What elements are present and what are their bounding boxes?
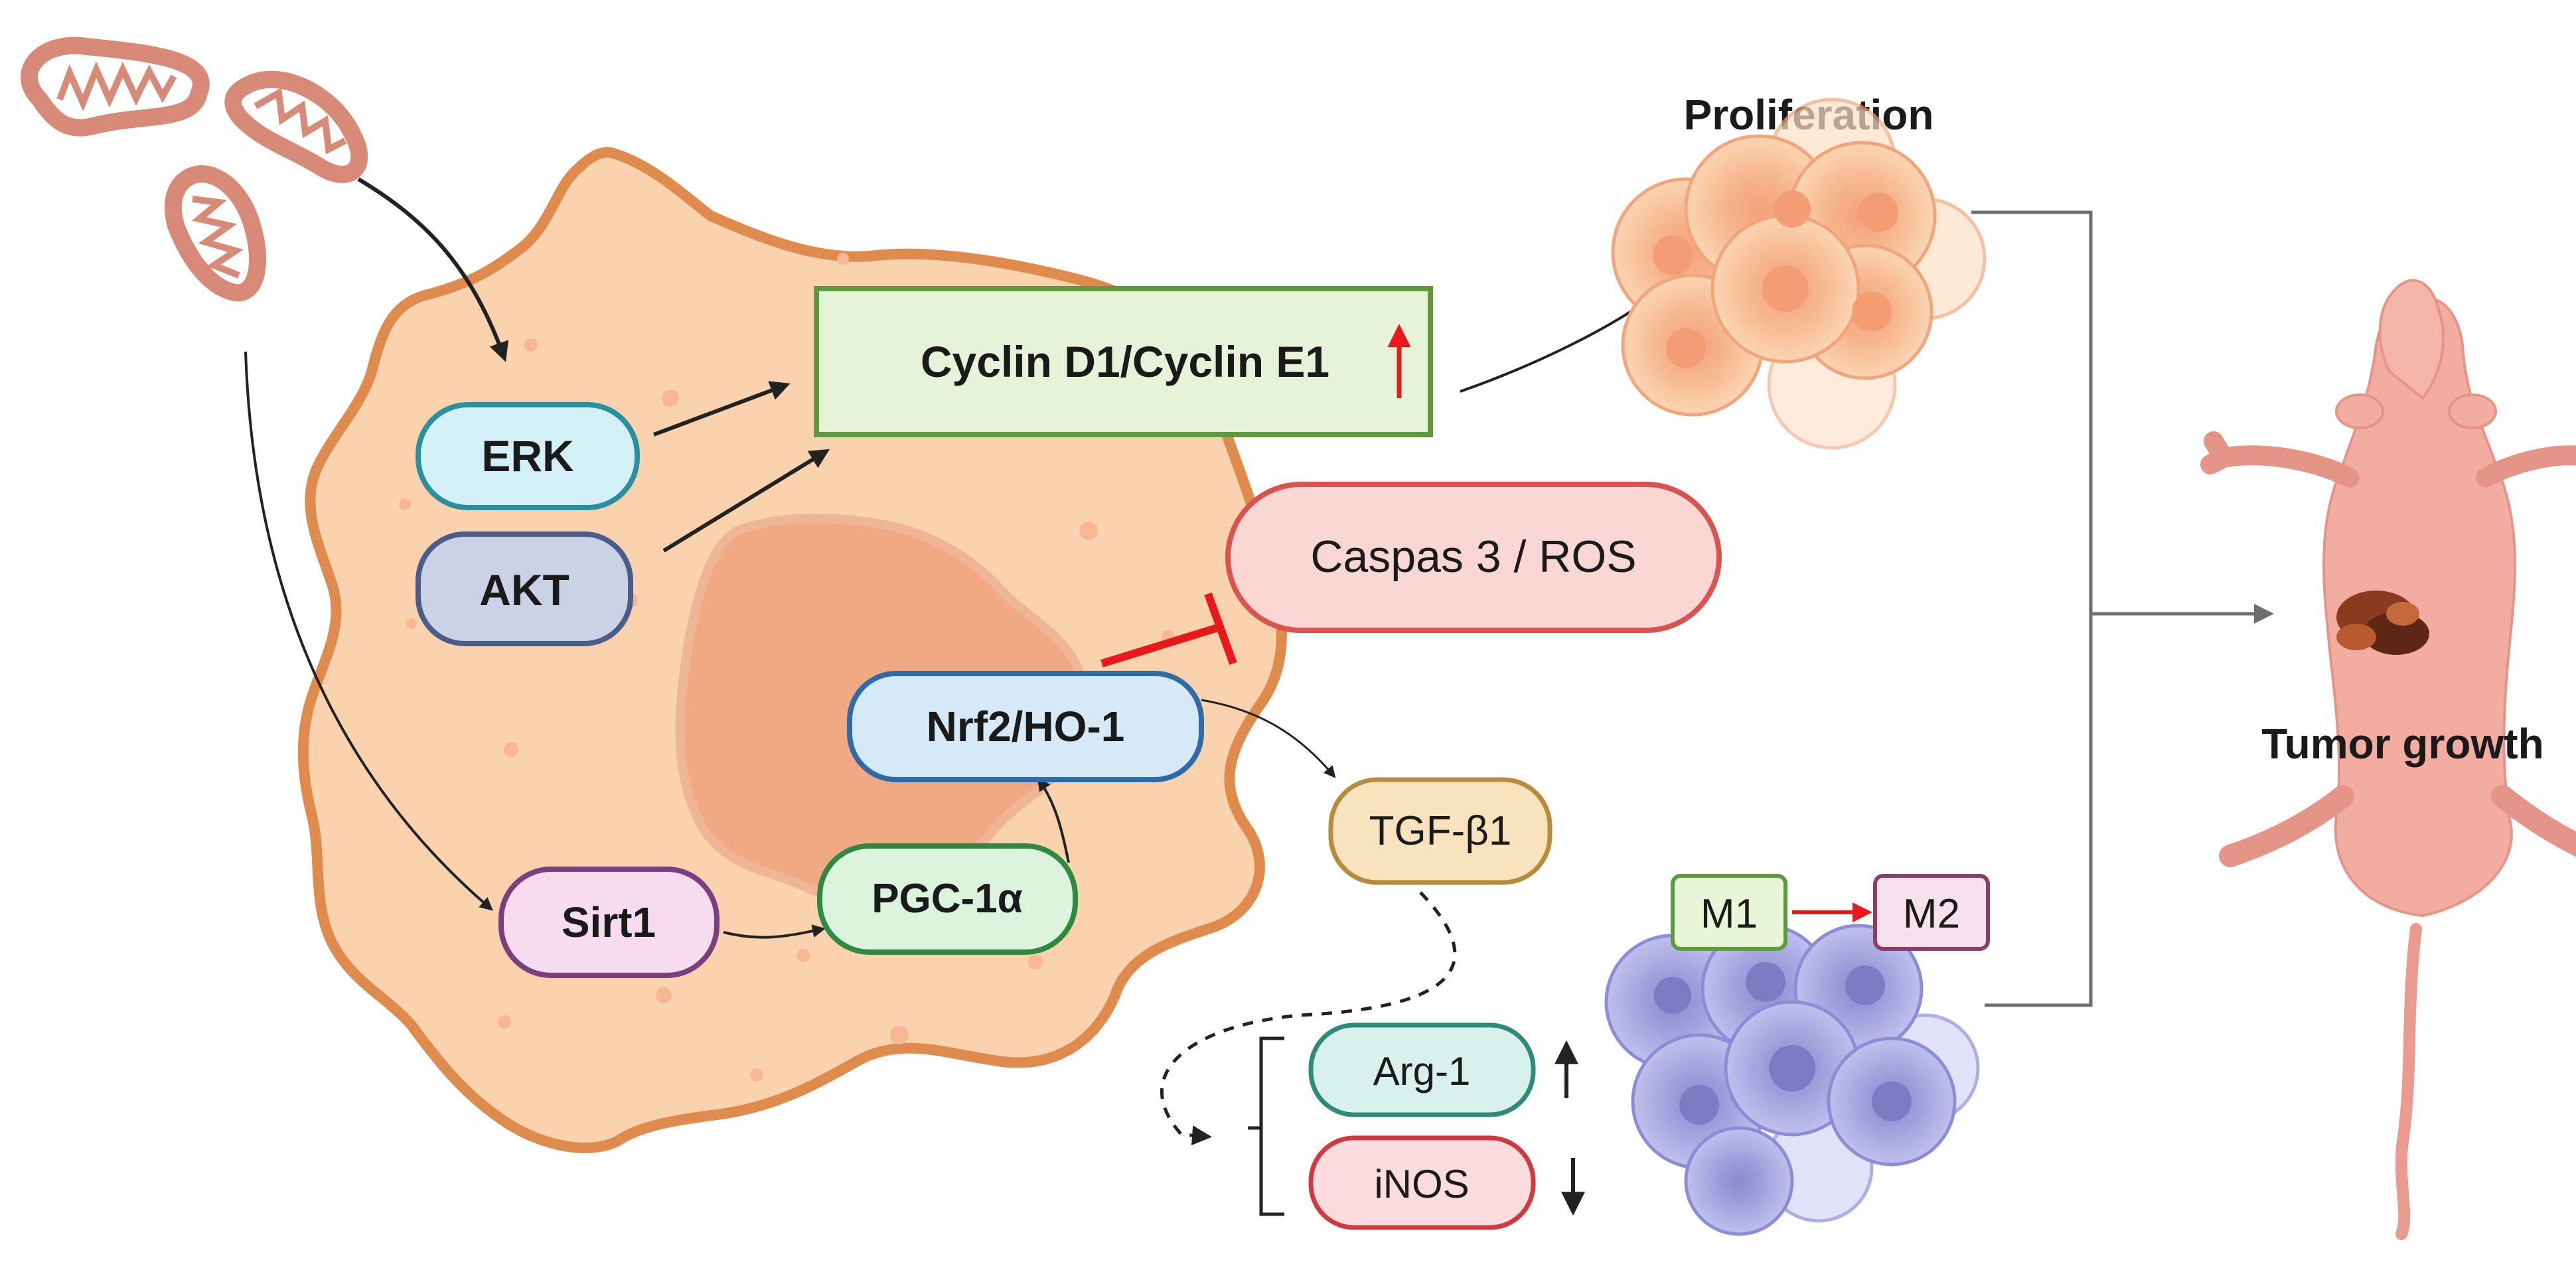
arrow-sirt1-to-pgc bbox=[723, 924, 826, 939]
pgc-label: PGC-1α bbox=[871, 876, 1023, 922]
nrf2-label: Nrf2/HO-1 bbox=[927, 703, 1125, 750]
akt-label: AKT bbox=[479, 565, 569, 614]
sirt1-label: Sirt1 bbox=[562, 898, 656, 946]
arg1-node: Arg-1 bbox=[1308, 1022, 1578, 1117]
akt-node: AKT bbox=[416, 531, 633, 646]
erk-node: ERK bbox=[416, 402, 640, 510]
arg1-label: Arg-1 bbox=[1373, 1049, 1471, 1093]
convergence-bracket bbox=[1971, 210, 2093, 1007]
mitochondrion-3 bbox=[164, 165, 267, 302]
arrow-mito-to-sirt1 bbox=[244, 351, 494, 911]
arrow-akt-to-cyclin bbox=[662, 449, 830, 553]
arrow-mito-to-erk bbox=[357, 177, 509, 362]
pgc-node: PGC-1α bbox=[817, 843, 1078, 955]
mitochondrion-1 bbox=[21, 36, 210, 137]
inos-node: iNOS bbox=[1308, 1135, 1585, 1230]
inos-label: iNOS bbox=[1374, 1162, 1469, 1206]
caspase-label: Caspas 3 / ROS bbox=[1310, 531, 1636, 582]
mouse-tumor bbox=[2336, 591, 2429, 655]
nude-mouse bbox=[2200, 279, 2576, 1240]
inhibition-nrf2-caspase bbox=[1100, 592, 1237, 667]
caspase-node: Caspas 3 / ROS bbox=[1225, 482, 1722, 633]
tgf-node: TGF-β1 bbox=[1328, 777, 1553, 885]
marker-bracket bbox=[1248, 1036, 1284, 1216]
tgf-label: TGF-β1 bbox=[1369, 808, 1512, 854]
nrf2-node: Nrf2/HO-1 bbox=[847, 671, 1204, 782]
arrow-nrf2-to-tgf bbox=[1201, 699, 1336, 778]
m1-label: M1 bbox=[1701, 891, 1758, 937]
arrow-erk-to-cyclin bbox=[652, 381, 791, 437]
cyclin-label: Cyclin D1/Cyclin E1 bbox=[921, 337, 1329, 386]
erk-label: ERK bbox=[481, 431, 574, 480]
m1-node: M1 bbox=[1671, 874, 1787, 951]
macrophage-cluster bbox=[1604, 924, 1980, 1236]
tumor-growth-label: Tumor growth bbox=[2261, 720, 2543, 768]
cyclin-node: Cyclin D1/Cyclin E1 bbox=[814, 286, 1433, 437]
m2-label: M2 bbox=[1903, 891, 1960, 937]
tumor-cell-cluster bbox=[1611, 98, 1987, 450]
mitochondrion-2 bbox=[224, 70, 368, 183]
arrow-pgc-to-nrf2 bbox=[1037, 777, 1070, 863]
sirt1-node: Sirt1 bbox=[498, 867, 720, 978]
m2-node: M2 bbox=[1873, 874, 1990, 951]
